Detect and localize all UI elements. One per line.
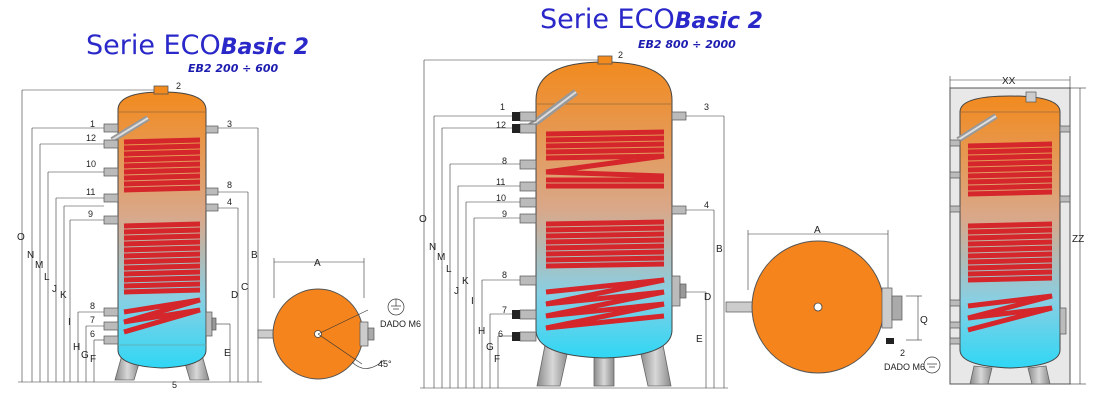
left-title-prefix: Serie ECO <box>86 30 221 61</box>
left-dim-F: F <box>90 354 96 365</box>
left-top-view: A DADO M6 45° <box>257 258 421 380</box>
left-dim-D: D <box>231 290 238 301</box>
insulated-height-label: ZZ <box>1072 234 1084 245</box>
middle-top-view-width-label: A <box>814 225 821 236</box>
insulated-lower-coil <box>967 221 1053 283</box>
middle-nut-label: DADO M6 <box>884 362 925 372</box>
middle-upper-coil <box>545 129 665 189</box>
left-conn-label-7: 7 <box>90 315 95 325</box>
left-dim-C: C <box>241 282 248 293</box>
left-lower-coil <box>123 221 201 295</box>
middle-dim-I: I <box>471 296 474 307</box>
left-dim-E: E <box>224 348 231 359</box>
middle-series-title: Serie ECOBasic 2 <box>540 4 763 35</box>
left-series-title: Serie ECOBasic 2 <box>86 30 309 61</box>
middle-dim-E: E <box>696 334 703 345</box>
left-conn-label-6: 6 <box>90 329 95 339</box>
insulated-width-label: XX <box>1002 76 1016 87</box>
left-conn-label-9: 9 <box>88 209 93 219</box>
middle-dim-M: M <box>437 252 445 263</box>
left-conn-label-4: 4 <box>227 197 232 207</box>
left-dim-G: G <box>81 350 89 361</box>
middle-title-suffix: Basic 2 <box>674 9 763 34</box>
middle-conn-label-11: 11 <box>496 177 505 187</box>
middle-dim-H: H <box>478 326 485 337</box>
left-conn-label-8r: 8 <box>227 180 232 190</box>
middle-title-prefix: Serie ECO <box>540 4 675 35</box>
left-dim-N: N <box>27 250 34 261</box>
left-conn-label-3: 3 <box>227 119 232 129</box>
middle-conn-label-9: 9 <box>502 209 507 219</box>
middle-conn-label-1: 1 <box>500 102 505 112</box>
left-bottom-fitting-label: 5 <box>172 380 177 390</box>
left-top-fitting-label: 2 <box>176 81 181 91</box>
middle-conn-label-7: 7 <box>502 305 507 315</box>
middle-model-range: EB2 800 ÷ 2000 <box>638 38 736 51</box>
left-model-range: EB2 200 ÷ 600 <box>188 62 279 75</box>
insulated-upper-coil <box>967 141 1053 197</box>
left-top-view-width-label: A <box>314 258 321 269</box>
middle-conn-label-8b: 8 <box>502 270 507 280</box>
left-angle-label: 45° <box>378 359 392 369</box>
middle-dim-K: K <box>462 276 469 287</box>
middle-top-view-height-label: Q <box>920 315 928 326</box>
middle-top-view-fitting-label: 2 <box>900 348 905 358</box>
left-dim-L: L <box>44 272 50 283</box>
middle-conn-label-8a: 8 <box>502 156 507 166</box>
middle-conn-label-6: 6 <box>498 329 503 339</box>
left-title-suffix: Basic 2 <box>220 35 309 60</box>
insulated-tank: XX ZZ <box>949 76 1086 385</box>
left-dim-K: K <box>60 290 67 301</box>
middle-dim-B: B <box>716 244 723 255</box>
middle-conn-label-4: 4 <box>704 200 709 210</box>
left-dim-B: B <box>251 250 258 261</box>
middle-top-fitting-label: 2 <box>618 50 623 60</box>
left-dim-I: I <box>68 317 71 328</box>
middle-conn-label-3: 3 <box>704 102 709 112</box>
left-dim-H: H <box>73 342 80 353</box>
left-nut-label: DADO M6 <box>380 319 421 329</box>
middle-dim-O: O <box>419 214 427 225</box>
middle-tank: 2 1 12 8 11 10 9 8 7 6 3 4 <box>419 50 728 389</box>
middle-dim-J: J <box>454 286 459 297</box>
middle-dim-D: D <box>704 292 711 303</box>
left-conn-label-12: 12 <box>86 133 96 143</box>
middle-top-view: A Q 2 DADO M6 <box>725 225 941 374</box>
left-tank: 1 12 10 11 9 8 7 6 3 8 4 2 5 <box>17 81 262 390</box>
left-conn-label-8: 8 <box>90 301 95 311</box>
left-dim-J: J <box>52 284 57 295</box>
middle-dim-F: F <box>494 354 500 365</box>
middle-conn-label-12: 12 <box>496 120 506 130</box>
left-upper-coil <box>123 137 201 193</box>
middle-conn-label-10: 10 <box>496 193 506 203</box>
left-conn-label-1: 1 <box>90 119 95 129</box>
left-dim-O: O <box>17 232 25 243</box>
left-conn-label-10: 10 <box>86 159 96 169</box>
middle-dim-N: N <box>429 242 436 253</box>
left-conn-label-11: 11 <box>86 187 95 197</box>
middle-lower-coil <box>545 219 665 269</box>
middle-dim-G: G <box>486 342 494 353</box>
middle-dim-L: L <box>446 264 452 275</box>
left-dim-M: M <box>35 260 43 271</box>
